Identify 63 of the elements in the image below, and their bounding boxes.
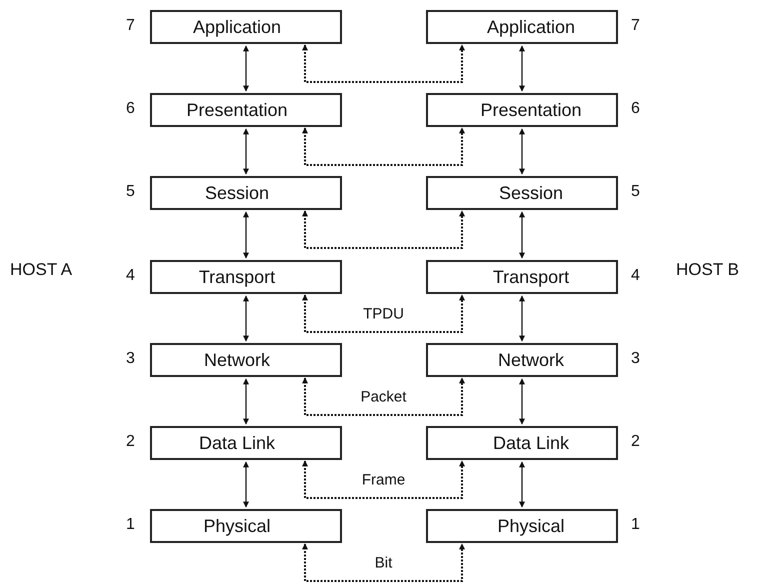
layer-name: Physical bbox=[203, 516, 271, 536]
layer-box bbox=[150, 343, 342, 377]
layer-number: 1 bbox=[126, 516, 135, 534]
arrow bbox=[243, 128, 249, 175]
arrow bbox=[243, 45, 249, 92]
layer-number: 7 bbox=[631, 17, 640, 35]
layer-name: Network bbox=[498, 350, 564, 370]
arrow bbox=[243, 461, 249, 508]
layer-box bbox=[150, 509, 342, 543]
arrow bbox=[243, 378, 249, 425]
layer-number: 5 bbox=[631, 183, 640, 201]
layer-number: 3 bbox=[126, 350, 135, 368]
layer-name: Data Link bbox=[492, 432, 570, 454]
layer-box bbox=[426, 10, 618, 44]
dotted-arrow bbox=[302, 210, 465, 249]
layer-number: 1 bbox=[631, 516, 640, 534]
dotted-arrow bbox=[302, 543, 465, 582]
arrow bbox=[243, 295, 249, 342]
layer-name: Application bbox=[192, 16, 282, 38]
layer-number: 6 bbox=[631, 100, 640, 118]
layer-name: Data Link bbox=[198, 432, 276, 454]
layer-number: 6 bbox=[126, 100, 135, 118]
layer-box bbox=[150, 176, 342, 210]
layer-number: 2 bbox=[631, 433, 640, 451]
layer-box bbox=[150, 10, 342, 44]
layer-box bbox=[426, 93, 618, 127]
layer-number: 2 bbox=[126, 433, 135, 451]
layer-name: Application bbox=[486, 16, 576, 38]
layer-box bbox=[150, 93, 342, 127]
arrow bbox=[519, 211, 525, 259]
dotted-arrow bbox=[302, 460, 465, 499]
layer-name: Transport bbox=[198, 266, 276, 288]
layer-name: Network bbox=[204, 350, 270, 370]
layer-number: 3 bbox=[631, 350, 640, 368]
layer-box bbox=[426, 260, 618, 294]
layer-number: 4 bbox=[631, 267, 640, 285]
layer-box bbox=[426, 176, 618, 210]
dotted-arrow bbox=[302, 377, 465, 416]
arrow bbox=[519, 128, 525, 175]
host-label: HOST B bbox=[676, 260, 739, 280]
layer-box bbox=[150, 260, 342, 294]
arrow bbox=[519, 461, 525, 508]
layer-box bbox=[426, 509, 618, 543]
arrow bbox=[519, 45, 525, 92]
layer-box bbox=[426, 426, 618, 460]
layer-name: Session bbox=[204, 182, 270, 204]
layer-name: Session bbox=[498, 182, 564, 204]
arrow bbox=[243, 211, 249, 259]
arrow bbox=[519, 378, 525, 425]
layer-number: 4 bbox=[126, 267, 135, 285]
layer-name: Transport bbox=[492, 266, 570, 288]
layer-name: Presentation bbox=[480, 100, 582, 120]
host-label: HOST A bbox=[10, 260, 72, 280]
layer-name: Presentation bbox=[186, 100, 288, 120]
layer-number: 7 bbox=[126, 17, 135, 35]
layer-box bbox=[150, 426, 342, 460]
layer-name: Physical bbox=[497, 516, 565, 536]
dotted-arrow bbox=[302, 44, 465, 83]
arrow bbox=[519, 295, 525, 342]
dotted-arrow bbox=[302, 127, 465, 166]
layer-number: 5 bbox=[126, 183, 135, 201]
layer-box bbox=[426, 343, 618, 377]
dotted-arrow bbox=[302, 294, 465, 333]
